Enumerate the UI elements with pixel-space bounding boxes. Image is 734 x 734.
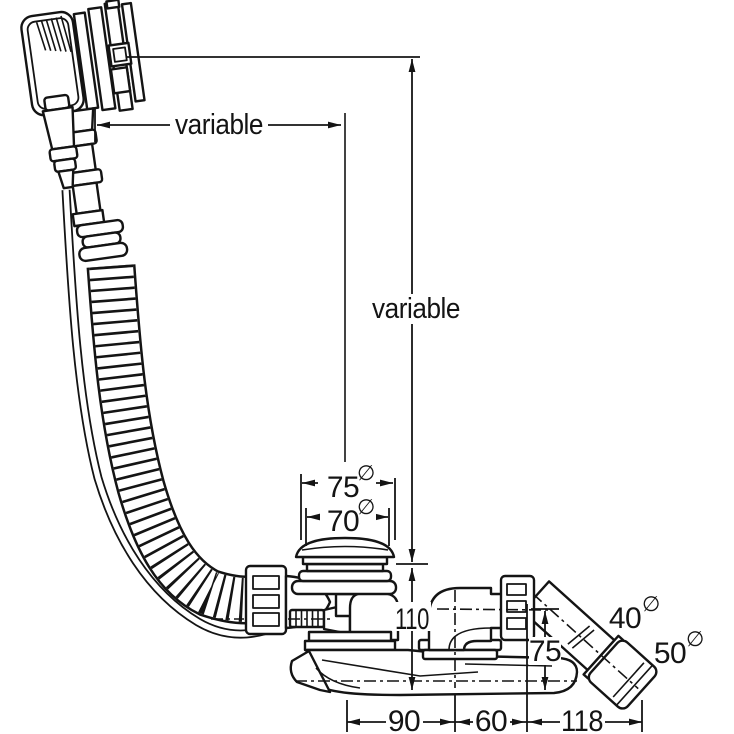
dim-width-variable: variable [94, 108, 346, 462]
label-backing [529, 637, 561, 665]
label-coupling-diameter-50: 50 ∅ [654, 628, 704, 670]
coupling-end-face [612, 662, 653, 706]
dim-cap-diameter-75: 75 ∅ [300, 462, 396, 540]
dim-body-height-110: 110 [393, 568, 431, 690]
arrowhead-left [307, 513, 320, 521]
arrowhead-top [541, 611, 549, 624]
label-backing [318, 469, 376, 500]
hose-corrugation-ribs [89, 264, 247, 622]
arrowhead-118-left [529, 718, 542, 726]
head-lower-clip [109, 66, 132, 95]
head-plate-cap [105, 0, 121, 10]
cable-core [63, 189, 294, 637]
stopper-seal-flange [290, 579, 398, 596]
stopper-cap-crease [301, 545, 389, 551]
label-diameter-50: 50 [654, 637, 686, 670]
label-backing-90 [386, 708, 423, 734]
cable-hood-taper [57, 168, 75, 190]
cable-hood-body [41, 105, 76, 151]
body-flange-1 [307, 630, 393, 643]
label-body-height: 110 [395, 603, 429, 636]
arrowhead-90-right [440, 718, 453, 726]
outlet-nut-slot-2 [506, 600, 527, 613]
control-cable [61, 189, 294, 639]
outlet-horizontal-centerline [436, 608, 550, 611]
dim-height-variable: variable [368, 59, 464, 565]
label-outlet-drop: 75 [529, 635, 561, 668]
body-flange-2 [303, 639, 397, 652]
overflow-head [20, 0, 146, 263]
head-mount-clip-inner [112, 46, 128, 63]
label-span-60: 60 [475, 705, 507, 734]
elbow-inner-wall [448, 627, 492, 651]
label-outlet-pipe-diameter-40: 40 ∅ [609, 593, 660, 635]
dim-bottom-row: 90 60 118 [346, 604, 643, 734]
label-backing [393, 602, 431, 631]
arrowhead-60-right [512, 718, 525, 726]
arrowhead-left [97, 121, 110, 129]
label-diameter-40: 40 [609, 602, 641, 635]
arrowhead-90-left [347, 718, 360, 726]
head-knurl-hatch [35, 15, 72, 53]
hose-nut-slot-3 [252, 612, 280, 627]
label-span-90: 90 [388, 705, 420, 734]
stopper-wavy-flange [297, 569, 393, 583]
head-plate-2 [87, 6, 117, 112]
arrowhead-top [408, 59, 416, 72]
arrowhead-right [380, 479, 393, 487]
label-span-118: 118 [561, 705, 603, 734]
label-seal-diameter: 70 [327, 505, 359, 538]
label-height-variable: variable [372, 293, 460, 325]
hose-nut-slot-2 [252, 594, 280, 609]
elbow-flange-2 [421, 648, 499, 661]
diameter-symbol: ∅ [357, 462, 375, 485]
overflow-hose [86, 264, 247, 625]
diameter-symbol: ∅ [357, 496, 375, 519]
hose-union-nut [244, 564, 288, 636]
outlet-union-nut [499, 574, 536, 642]
centerlines [211, 590, 577, 688]
arrowhead-left [302, 479, 315, 487]
arrowhead-right [328, 121, 341, 129]
label-backing-118 [560, 708, 605, 734]
label-backing [368, 294, 464, 324]
label-backing [320, 503, 376, 533]
arrowhead-top [408, 568, 416, 581]
dim-seal-diameter-70: 70 ∅ [305, 496, 390, 546]
waste-body [289, 584, 579, 697]
arrowhead-right [375, 513, 388, 521]
arrowhead-bottom [408, 677, 416, 690]
arrowhead-bottom [408, 549, 416, 562]
label-backing-60 [473, 708, 510, 734]
hose-cuff-disc-3 [78, 241, 129, 263]
neck-tube-2 [71, 181, 102, 215]
stopper-cap [294, 536, 396, 559]
label-width-variable: variable [175, 109, 263, 141]
cable-hood-fitting [41, 93, 79, 190]
label-cap-diameter: 75 [327, 471, 359, 504]
dim-outlet-drop-75: 75 [529, 608, 562, 690]
arrowhead-118-right [629, 718, 642, 726]
label-backing [170, 109, 268, 139]
hose-nut-slot-1 [252, 575, 280, 590]
drain-stopper [290, 536, 398, 596]
arrowhead-60-left [457, 718, 470, 726]
diameter-symbol: ∅ [642, 593, 660, 616]
arrowhead-bottom [541, 677, 549, 690]
outlet-nut-slot-3 [506, 617, 527, 630]
outlet-elbow [417, 586, 506, 661]
outlet-pipe [521, 580, 658, 710]
diameter-symbol: ∅ [686, 628, 704, 651]
outlet-nut-slot-1 [506, 583, 527, 596]
